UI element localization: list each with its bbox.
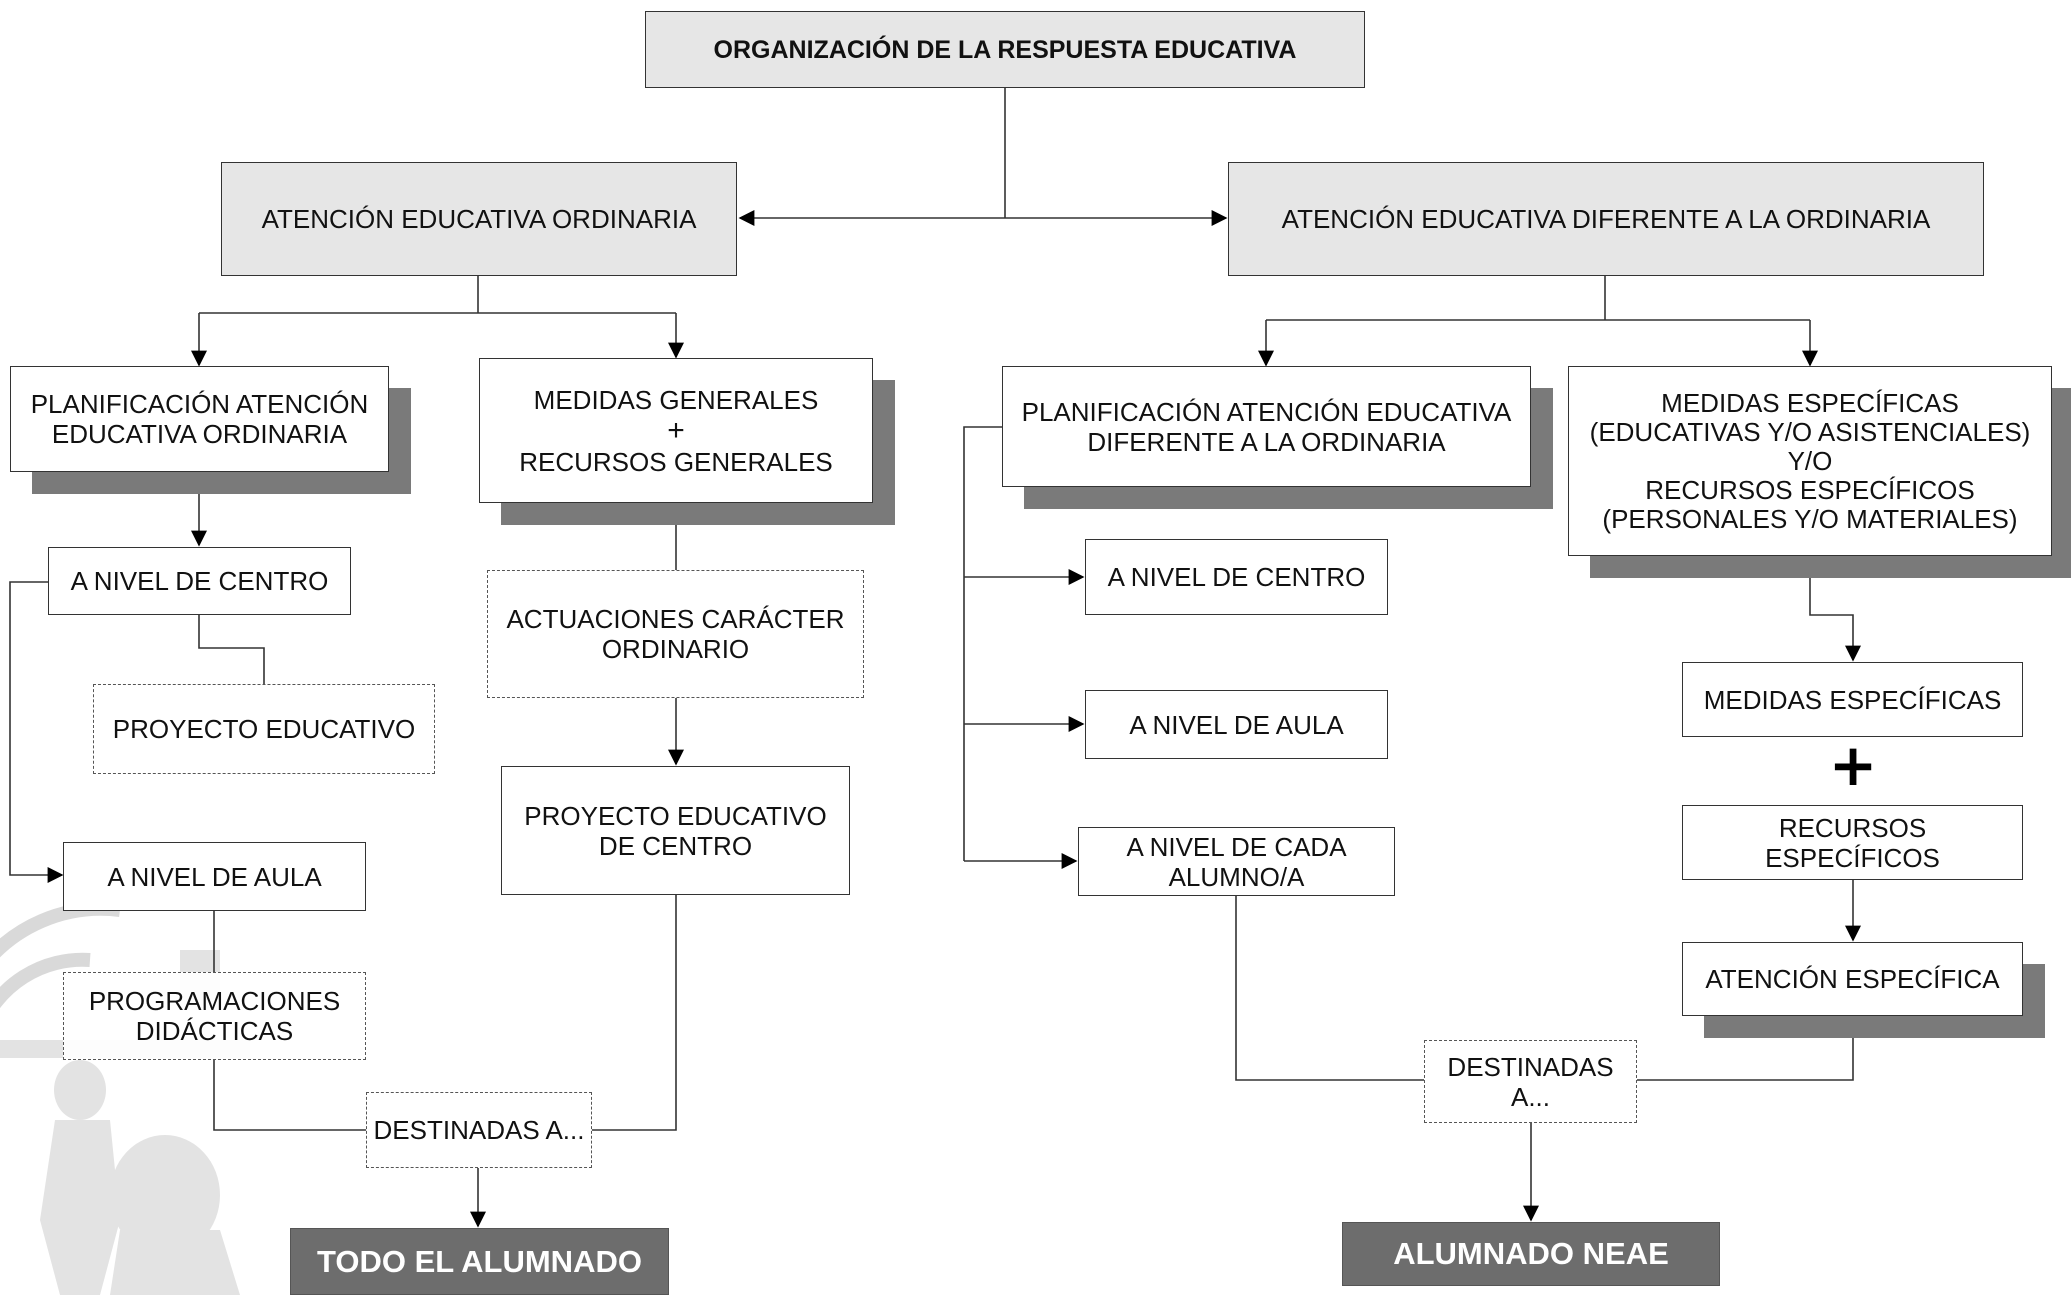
diferente-title: ATENCIÓN EDUCATIVA DIFERENTE A LA ORDINA… xyxy=(1228,162,1984,276)
ordinaria-proyecto-educativo: PROYECTO EDUCATIVO xyxy=(93,684,435,774)
diferente-nivel-aula: A NIVEL DE AULA xyxy=(1085,690,1388,759)
diferente-planificacion: PLANIFICACIÓN ATENCIÓN EDUCATIVA DIFEREN… xyxy=(1002,366,1531,487)
medidas-recursos-especificos: MEDIDAS ESPECÍFICAS (EDUCATIVAS Y/O ASIS… xyxy=(1568,366,2052,556)
ordinaria-title: ATENCIÓN EDUCATIVA ORDINARIA xyxy=(221,162,737,276)
diferente-nivel-alumno: A NIVEL DE CADA ALUMNO/A xyxy=(1078,827,1395,896)
medidas-recursos-generales: MEDIDAS GENERALES + RECURSOS GENERALES xyxy=(479,358,873,503)
ordinaria-nivel-centro: A NIVEL DE CENTRO xyxy=(48,547,351,615)
diagram-title: ORGANIZACIÓN DE LA RESPUESTA EDUCATIVA xyxy=(645,11,1365,88)
ordinaria-planificacion: PLANIFICACIÓN ATENCIÓN EDUCATIVA ORDINAR… xyxy=(10,366,389,472)
atencion-especifica: ATENCIÓN ESPECÍFICA xyxy=(1682,942,2023,1016)
medidas-especificas: MEDIDAS ESPECÍFICAS xyxy=(1682,662,2023,737)
recursos-generales-label: RECURSOS GENERALES xyxy=(519,446,833,477)
diferente-nivel-centro: A NIVEL DE CENTRO xyxy=(1085,539,1388,615)
ordinaria-destinadas: DESTINADAS A... xyxy=(366,1092,592,1168)
medidas-generales-label: MEDIDAS GENERALES xyxy=(533,384,819,415)
recursos-especificos: RECURSOS ESPECÍFICOS xyxy=(1682,805,2023,880)
ordinaria-programaciones: PROGRAMACIONES DIDÁCTICAS xyxy=(63,972,366,1060)
diferente-destinadas: DESTINADAS A... xyxy=(1424,1040,1637,1123)
proyecto-educativo-centro: PROYECTO EDUCATIVO DE CENTRO xyxy=(501,766,850,895)
actuaciones-caracter-ordinario: ACTUACIONES CARÁCTER ORDINARIO xyxy=(487,570,864,698)
ordinaria-nivel-aula: A NIVEL DE AULA xyxy=(63,842,366,911)
destino-todo-alumnado: TODO EL ALUMNADO xyxy=(290,1228,669,1295)
plus-icon: + xyxy=(1828,731,1878,799)
destino-alumnado-neae: ALUMNADO NEAE xyxy=(1342,1222,1720,1286)
plus-icon: + xyxy=(667,413,685,447)
